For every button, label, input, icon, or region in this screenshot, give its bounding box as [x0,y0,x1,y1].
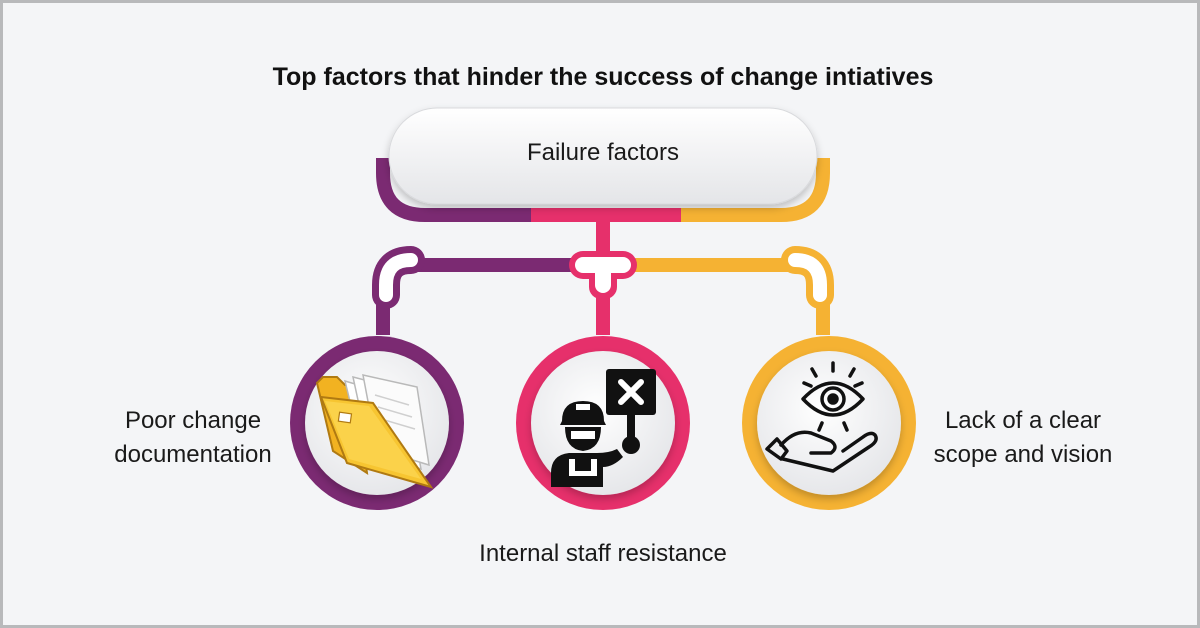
diagram-title: Top factors that hinder the success of c… [272,63,934,91]
diagram-canvas [290,107,916,510]
tee-joint-mid [569,251,637,299]
factor-label-left: Poor change documentation [98,404,288,472]
root-pill [388,107,818,205]
factor-label-right-line2: scope and vision [933,441,1113,468]
worker-protest-sign-icon [551,369,656,487]
root-label: Failure factors [526,139,680,166]
eye-hand-icon [765,361,878,473]
factor-label-left-line2: documentation [114,441,272,468]
elbow-joint-right [781,246,834,309]
factor-label-right-line1: Lack of a clear [944,407,1102,434]
factor-label-mid: Internal staff resistance [479,540,727,567]
factor-label-right: Lack of a clear scope and vision [918,404,1128,472]
folder-icon [315,374,434,489]
factor-circle-right [742,336,916,510]
factor-label-left-line1: Poor change [124,407,262,434]
elbow-joint-left [372,246,425,309]
